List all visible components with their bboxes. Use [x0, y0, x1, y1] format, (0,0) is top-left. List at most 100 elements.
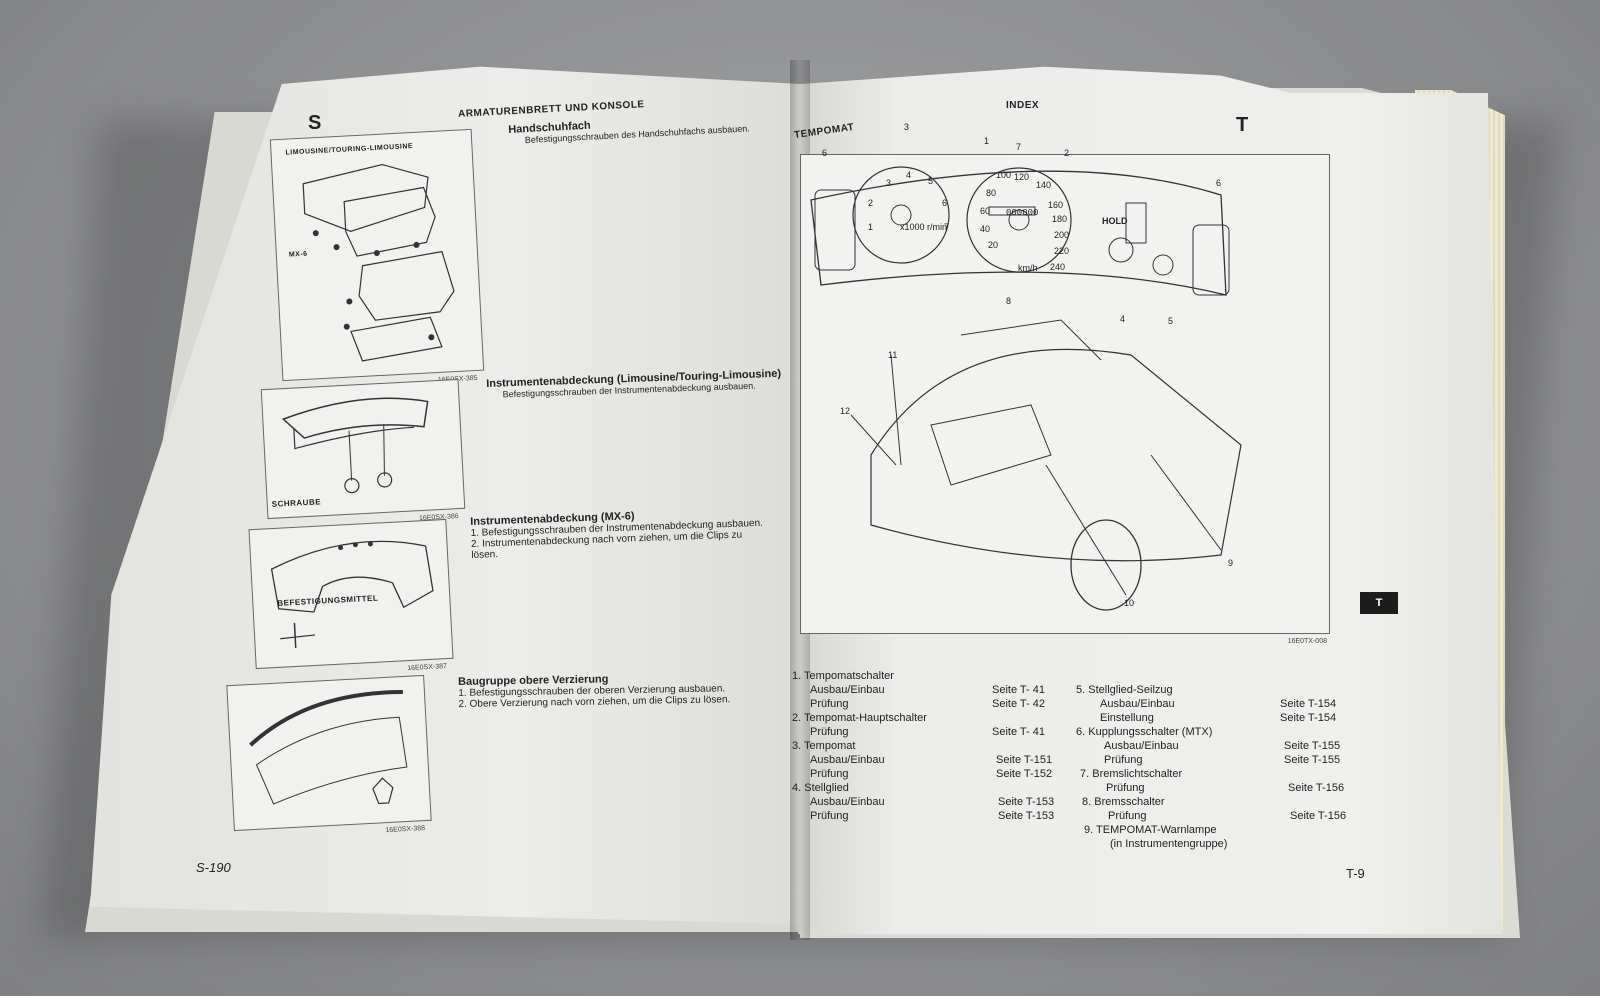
figure-id: 16E0TX-008 [1287, 638, 1327, 645]
speed-tick: 240 [1050, 262, 1066, 272]
item-sub: Prüfung [810, 810, 849, 822]
item-title: Bremslichtschalter [1092, 768, 1183, 780]
rpm-tick: 3 [886, 178, 892, 188]
page-ref: Seite T-153 [998, 796, 1055, 808]
rpm-tick: 5 [928, 176, 934, 186]
item-sub: Prüfung [810, 768, 849, 780]
callout-1: 1 [984, 136, 990, 146]
rpm-tick: 1 [868, 222, 874, 232]
speed-tick: 220 [1054, 246, 1070, 256]
speed-tick: 180 [1052, 214, 1068, 224]
left-tab-letter: S [308, 112, 322, 134]
speed-tick: 20 [988, 240, 999, 250]
trim-drawing [249, 690, 408, 805]
page-ref: Seite T-156 [1290, 810, 1347, 822]
rpm-tick: 2 [868, 198, 874, 208]
page-ref: Seite T-155 [1284, 754, 1341, 766]
page-ref: Seite T- 41 [992, 684, 1045, 696]
item-number: 3. [792, 740, 802, 752]
figure-instrument-cover: SCHRAUBE 16E0SX-386 [260, 378, 466, 522]
list-item: 8. Bremsschalter [1082, 796, 1165, 808]
callout-2: 2 [1064, 148, 1070, 158]
item-title: Stellglied [804, 782, 849, 794]
item-sub: Prüfung [810, 726, 849, 738]
speed-unit: km/h [1018, 263, 1038, 273]
list-item: Ausbau/Einbau [810, 684, 885, 696]
side-tab: T [1360, 592, 1398, 614]
list-item: Einstellung [1100, 712, 1154, 724]
callout-4: 4 [1120, 314, 1126, 324]
item-sub: Einstellung [1100, 712, 1154, 724]
list-item: Ausbau/Einbau [810, 796, 885, 808]
item-sub: Ausbau/Einbau [1100, 698, 1175, 710]
item-sub: Ausbau/Einbau [810, 684, 885, 696]
page-ref: Seite T- 42 [992, 698, 1045, 710]
list-item: Prüfung [810, 810, 849, 822]
list-item: 9. TEMPOMAT-Warnlampe [1084, 824, 1216, 836]
speed-tick: 100 [996, 170, 1012, 180]
rpm-tick: 4 [906, 170, 912, 180]
page-ref: Seite T-151 [996, 754, 1053, 766]
list-item: 7. Bremslichtschalter [1080, 768, 1182, 780]
hold-label: HOLD [1102, 216, 1128, 226]
page-ref: Seite T-154 [1280, 698, 1337, 710]
list-item: Prüfung [810, 698, 849, 710]
list-item: Ausbau/Einbau [1104, 740, 1179, 752]
callout-9: 9 [1228, 558, 1234, 568]
list-item: 1. Tempomatschalter [792, 670, 894, 682]
list-item: (in Instrumentengruppe) [1110, 838, 1227, 850]
speed-tick: 80 [986, 188, 997, 198]
speed-tick: 200 [1054, 230, 1070, 240]
item-title: Tempomat [804, 740, 856, 752]
callout-11: 11 [888, 350, 898, 360]
item-title: Tempomatschalter [804, 670, 894, 682]
rpm-tick: 7 [944, 222, 950, 232]
item-number: 5. [1076, 684, 1086, 696]
item-number: 4. [792, 782, 802, 794]
list-item: Prüfung [810, 726, 849, 738]
speed-tick: 40 [980, 224, 991, 234]
item-number: 9. [1084, 824, 1094, 836]
item-number: 2. [792, 712, 802, 724]
list-item: 2. Tempomat-Hauptschalter [792, 712, 927, 724]
callout-12: 12 [840, 406, 851, 416]
right-header: INDEX [1006, 100, 1040, 111]
callout-6b: 6 [1216, 178, 1222, 188]
list-item: Prüfung [810, 768, 849, 780]
page-ref: Seite T-153 [998, 810, 1055, 822]
page-ref: Seite T-154 [1280, 712, 1337, 724]
item-sub: Ausbau/Einbau [810, 796, 885, 808]
figure-mx6-cover: BEFESTIGUNGSMITTEL 16E0SX-387 [248, 518, 454, 672]
list-item: 5. Stellglied-Seilzug [1076, 684, 1173, 696]
list-item: Ausbau/Einbau [1100, 698, 1175, 710]
item-sub: Prüfung [810, 698, 849, 710]
callout-7: 7 [1016, 142, 1022, 152]
item-number: 8. [1082, 796, 1092, 808]
item-sub: (in Instrumentengruppe) [1110, 838, 1228, 850]
tempomat-drawing [810, 166, 1242, 611]
page-ref: Seite T-156 [1288, 782, 1345, 794]
callout-3: 3 [904, 122, 910, 132]
odometer: 000000 [1006, 208, 1039, 218]
figure-trim: 16E0SX-388 [226, 674, 432, 834]
item-title: Tempomat-Hauptschalter [804, 712, 927, 724]
item-title: Bremsschalter [1094, 796, 1165, 808]
item-sub: Prüfung [1108, 810, 1147, 822]
list-item: 6. Kupplungsschalter (MTX) [1076, 726, 1212, 738]
mx6-cover-drawing [270, 540, 434, 649]
speed-tick: 120 [1014, 172, 1030, 182]
glovebox-drawing [302, 163, 455, 362]
item-sub: Prüfung [1104, 754, 1143, 766]
speed-tick: 60 [980, 206, 991, 216]
item-number: 6. [1076, 726, 1086, 738]
page-ref: Seite T- 41 [992, 726, 1045, 738]
list-item: Prüfung [1104, 754, 1143, 766]
item-number: 7. [1080, 768, 1090, 780]
rpm-tick: 6 [942, 198, 948, 208]
figure-glovebox: LIMOUSINE/TOURING-LIMOUSINE MX-6 16E0SX-… [269, 128, 485, 384]
item-title: Kupplungsschalter (MTX) [1088, 726, 1213, 738]
item-title: Stellglied-Seilzug [1088, 684, 1173, 696]
list-item: Prüfung [1108, 810, 1147, 822]
callout-10: 10 [1124, 598, 1135, 608]
callout-6: 6 [822, 148, 828, 158]
